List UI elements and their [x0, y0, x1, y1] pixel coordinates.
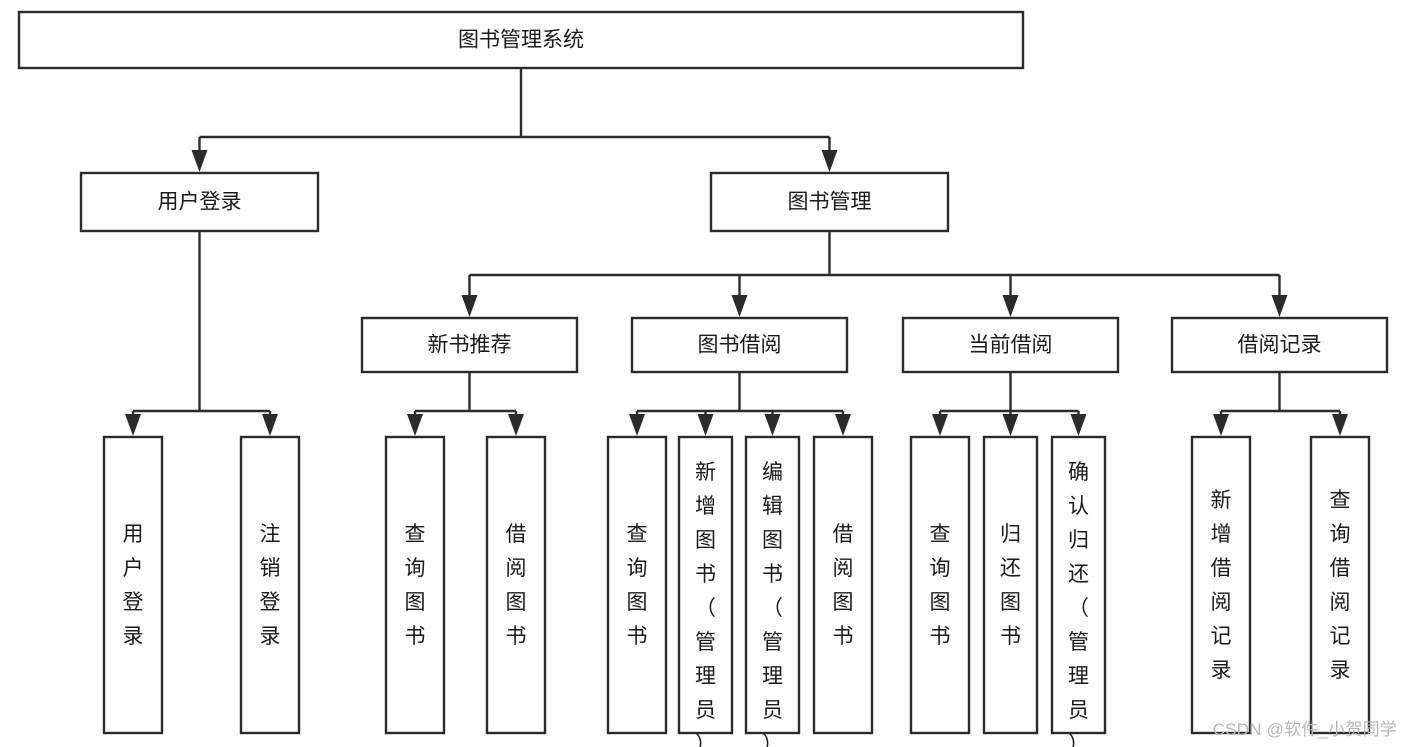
arrow-head-icon: [508, 414, 524, 436]
node-box[interactable]: [102, 435, 164, 735]
node-label: 用户登录: [123, 523, 144, 648]
node-label: 借阅图书: [833, 523, 854, 648]
arrow-head-icon: [125, 414, 141, 436]
node-label: 用户登录: [158, 191, 242, 214]
arrow-head-icon: [697, 414, 714, 436]
arrow-head-icon: [821, 150, 838, 172]
arrow-head-icon: [731, 295, 748, 317]
arrow-head-icon: [407, 414, 423, 436]
node-leaf-查询借阅记录[interactable]: 查询借阅记录: [1309, 435, 1371, 735]
node-level3-借阅记录[interactable]: 借阅记录: [1170, 316, 1389, 374]
arrow-head-icon: [835, 414, 851, 436]
node-leaf-用户登录[interactable]: 用户登录: [102, 435, 164, 735]
node-box[interactable]: [1050, 435, 1107, 735]
arrow-head-icon: [1332, 414, 1348, 436]
node-label: 当前借阅: [969, 334, 1053, 357]
arrow-head-icon: [1070, 414, 1087, 436]
node-box[interactable]: [709, 171, 950, 233]
node-leaf-查询图书[interactable]: 查询图书: [606, 435, 668, 735]
arrow-head-icon: [764, 414, 781, 436]
node-label: 新书推荐: [428, 334, 512, 357]
node-label: 查询图书: [930, 523, 951, 648]
node-box[interactable]: [485, 435, 547, 735]
arrow-head-icon: [629, 414, 645, 436]
arrow-head-icon: [262, 414, 278, 436]
node-box[interactable]: [384, 435, 446, 735]
node-box[interactable]: [812, 435, 874, 735]
node-box[interactable]: [677, 435, 734, 735]
node-box[interactable]: [606, 435, 668, 735]
node-label: 图书管理系统: [458, 29, 584, 52]
node-leaf-新增借阅记录[interactable]: 新增借阅记录: [1190, 435, 1252, 735]
node-leaf-归还图书[interactable]: 归还图书: [982, 435, 1039, 735]
node-box[interactable]: [744, 435, 801, 735]
node-box[interactable]: [360, 316, 579, 374]
node-leaf-借阅图书[interactable]: 借阅图书: [812, 435, 874, 735]
node-leaf-查询图书[interactable]: 查询图书: [909, 435, 971, 735]
node-box[interactable]: [982, 435, 1039, 735]
node-label: 注销登录: [260, 523, 281, 648]
node-leaf-新增图书管理员[interactable]: 新增图书（管理员）: [677, 435, 734, 747]
node-label: 确认归还（管理员）: [1068, 461, 1089, 747]
node-label: 图书借阅: [698, 334, 782, 357]
arrow-head-icon: [191, 150, 208, 172]
node-leaf-查询图书[interactable]: 查询图书: [384, 435, 446, 735]
node-level3-图书借阅[interactable]: 图书借阅: [630, 316, 849, 374]
arrow-head-icon: [1271, 295, 1288, 317]
node-level2-用户登录[interactable]: 用户登录: [79, 171, 320, 233]
connector-layer: [125, 68, 1348, 436]
node-label: 新增图书（管理员）: [695, 461, 716, 747]
node-box[interactable]: [630, 316, 849, 374]
node-layer: 图书管理系统用户登录图书管理新书推荐图书借阅当前借阅借阅记录用户登录注销登录查询…: [17, 10, 1389, 747]
arrow-head-icon: [932, 414, 948, 436]
node-box[interactable]: [17, 10, 1025, 70]
arrow-head-icon: [1213, 414, 1229, 436]
arrow-head-icon: [461, 295, 478, 317]
node-leaf-注销登录[interactable]: 注销登录: [239, 435, 301, 735]
node-label: 查询图书: [405, 523, 426, 648]
node-level3-当前借阅[interactable]: 当前借阅: [901, 316, 1120, 374]
node-label: 借阅记录: [1238, 334, 1322, 357]
node-label: 图书管理: [788, 191, 872, 214]
watermark-label: CSDN @软件_小贺同学: [1212, 720, 1397, 739]
node-label: 归还图书: [1000, 523, 1021, 648]
node-box[interactable]: [1190, 435, 1252, 735]
node-label: 借阅图书: [506, 523, 527, 648]
node-box[interactable]: [1309, 435, 1371, 735]
node-box[interactable]: [79, 171, 320, 233]
node-box[interactable]: [901, 316, 1120, 374]
arrow-head-icon: [1002, 414, 1019, 436]
node-label: 查询借阅记录: [1330, 489, 1351, 682]
node-level3-新书推荐[interactable]: 新书推荐: [360, 316, 579, 374]
node-label: 编辑图书（管理员）: [762, 461, 783, 747]
node-box[interactable]: [239, 435, 301, 735]
node-leaf-确认归还管理员[interactable]: 确认归还（管理员）: [1050, 435, 1107, 747]
arrow-head-icon: [1002, 295, 1019, 317]
node-box[interactable]: [909, 435, 971, 735]
node-leaf-编辑图书管理员[interactable]: 编辑图书（管理员）: [744, 435, 801, 747]
node-level2-图书管理[interactable]: 图书管理: [709, 171, 950, 233]
node-box[interactable]: [1170, 316, 1389, 374]
node-label: 查询图书: [627, 523, 648, 648]
node-root-图书管理系统[interactable]: 图书管理系统: [17, 10, 1025, 70]
node-leaf-借阅图书[interactable]: 借阅图书: [485, 435, 547, 735]
node-label: 新增借阅记录: [1211, 489, 1232, 682]
